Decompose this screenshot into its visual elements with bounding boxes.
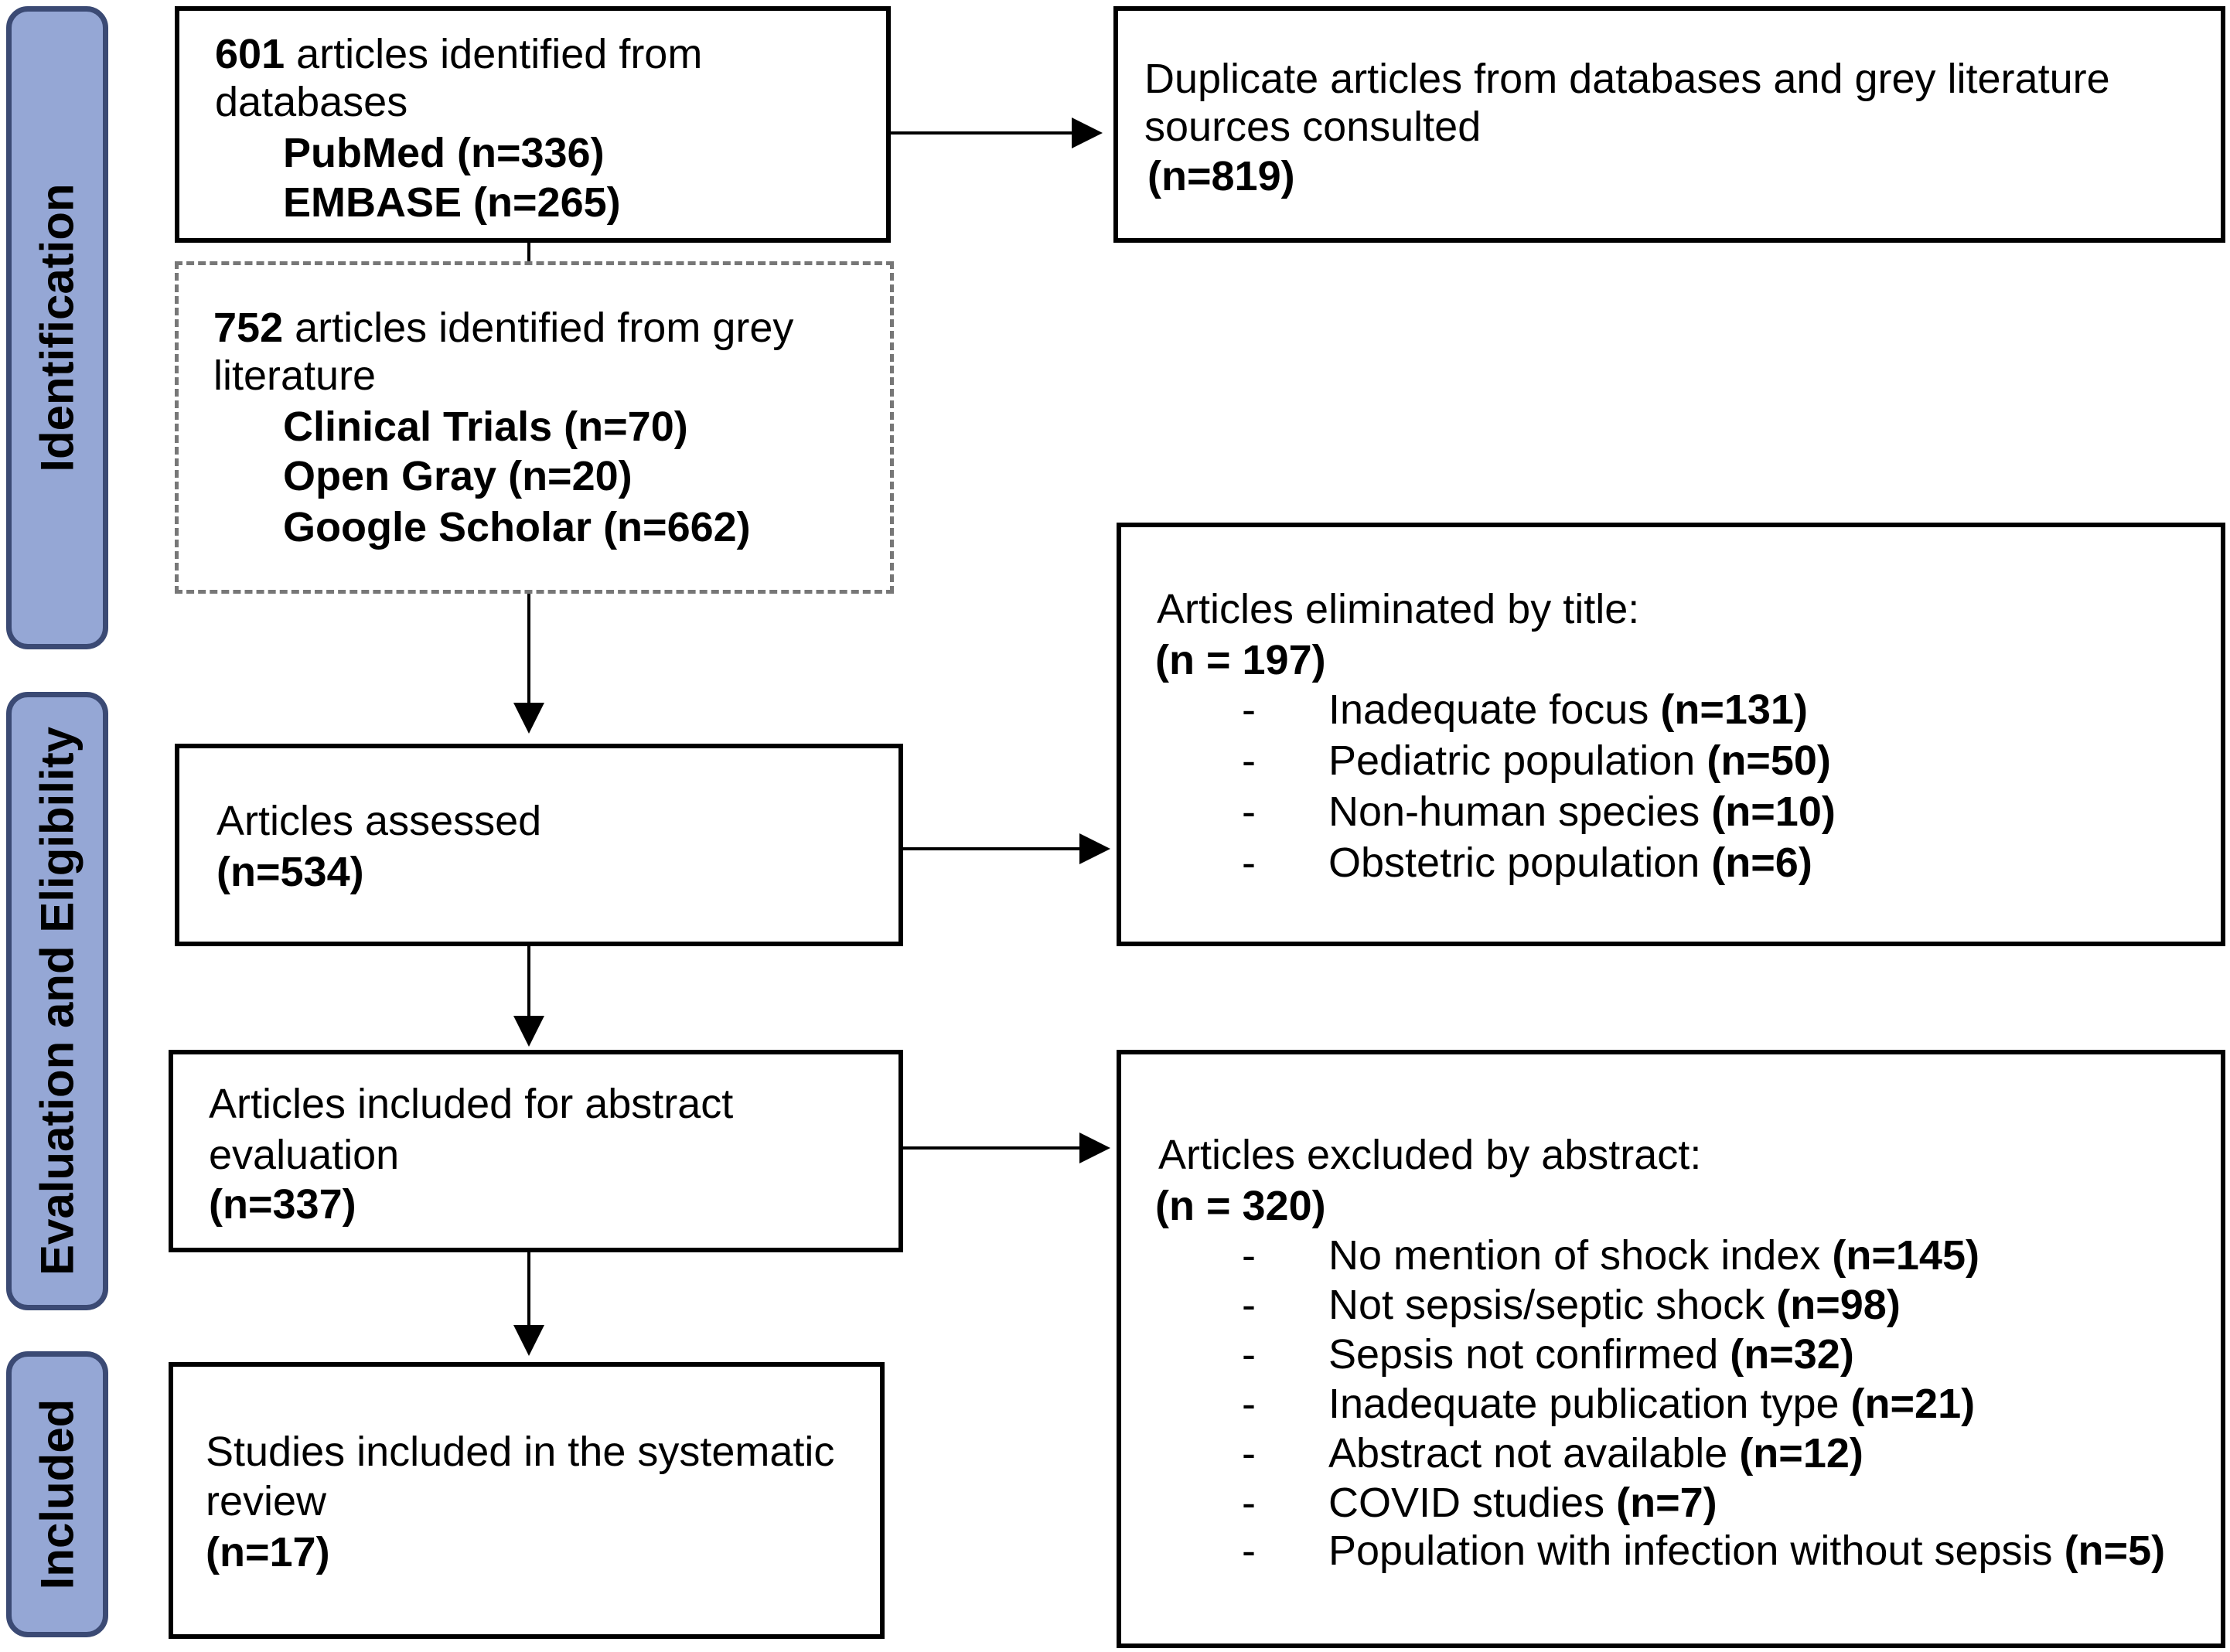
item-label: Abstract not available: [1328, 1430, 1728, 1477]
item-n: (n=5): [2064, 1528, 2166, 1574]
item-label: Non-human species: [1328, 789, 1700, 835]
abstract-eval-box: [169, 1050, 903, 1252]
list-item-text: Not sepsis/septic shock (n=98): [1328, 1280, 1901, 1330]
databases-box: [175, 6, 891, 243]
databases-text-line2: databases: [215, 79, 408, 125]
grey-literature-box: [175, 261, 894, 594]
abstract-excluded-box: [1117, 1050, 2225, 1648]
phase-identification-label: Identification: [31, 183, 84, 472]
item-label: Pediatric population: [1328, 737, 1696, 784]
source-google-scholar: Google Scholar (n=662): [283, 504, 751, 550]
title-excluded-box: [1117, 523, 2225, 946]
abstract-excluded-n: (n = 320): [1155, 1183, 1326, 1229]
included-n: (n=17): [206, 1529, 330, 1575]
item-n: (n=50): [1707, 737, 1831, 784]
item-n: (n=32): [1730, 1331, 1854, 1378]
duplicates-line1: Duplicate articles from databases and gr…: [1144, 56, 2110, 102]
abstract-eval-line1: Articles included for abstract: [209, 1081, 734, 1127]
phase-evaluation-eligibility: Evaluation and Eligibility: [6, 692, 108, 1310]
source-embase: EMBASE (n=265): [283, 179, 621, 226]
item-label: Inadequate publication type: [1328, 1381, 1840, 1427]
source-clinical-trials: Clinical Trials (n=70): [283, 404, 688, 450]
list-dash: -: [1242, 686, 1256, 733]
source-pubmed: PubMed (n=336): [283, 130, 605, 176]
list-item-text: Inadequate focus (n=131): [1328, 685, 1808, 734]
list-item-text: Population with infection without sepsis…: [1328, 1526, 2165, 1575]
assessed-box: [175, 744, 903, 946]
item-n: (n=21): [1850, 1381, 1976, 1427]
item-n: (n=12): [1739, 1430, 1863, 1477]
list-dash: -: [1242, 1480, 1256, 1526]
item-label: Obstetric population: [1328, 840, 1700, 886]
item-label: No mention of shock index: [1328, 1232, 1821, 1279]
grey-text-line2: literature: [213, 353, 377, 399]
abstract-excluded-label: Articles excluded by abstract:: [1158, 1132, 1702, 1178]
abstract-eval-line2: evaluation: [209, 1132, 400, 1178]
phase-included-label: Included: [31, 1398, 84, 1590]
list-dash: -: [1242, 1232, 1256, 1279]
item-label: COVID studies: [1328, 1480, 1605, 1526]
phase-identification: Identification: [6, 6, 108, 649]
list-dash: -: [1242, 840, 1256, 886]
list-item-text: Abstract not available (n=12): [1328, 1429, 1863, 1478]
list-item-text: Obstetric population (n=6): [1328, 838, 1812, 887]
databases-title: 601 articles identified from: [215, 29, 702, 79]
grey-title: 752 articles identified from grey: [213, 303, 793, 353]
item-n: (n=131): [1660, 686, 1808, 733]
item-n: (n=7): [1616, 1480, 1717, 1526]
grey-count: 752: [213, 305, 284, 351]
item-label: Population with infection without sepsis: [1328, 1528, 2053, 1574]
duplicates-n: (n=819): [1147, 153, 1295, 199]
included-line1: Studies included in the systematic: [206, 1429, 835, 1475]
item-n: (n=98): [1776, 1282, 1901, 1328]
list-item-text: COVID studies (n=7): [1328, 1478, 1717, 1528]
list-dash: -: [1242, 789, 1256, 835]
item-label: Sepsis not confirmed: [1328, 1331, 1719, 1378]
list-dash: -: [1242, 1528, 1256, 1574]
assessed-label: Articles assessed: [217, 798, 542, 844]
item-n: (n=145): [1832, 1232, 1979, 1279]
list-item-text: Non-human species (n=10): [1328, 787, 1836, 836]
databases-text-line1: articles identified from: [285, 31, 703, 77]
list-dash: -: [1242, 1430, 1256, 1477]
duplicates-box: [1113, 6, 2225, 243]
title-excluded-label: Articles eliminated by title:: [1157, 586, 1640, 632]
list-dash: -: [1242, 737, 1256, 784]
databases-count: 601: [215, 31, 285, 77]
list-item-text: Sepsis not confirmed (n=32): [1328, 1330, 1854, 1379]
source-open-gray: Open Gray (n=20): [283, 453, 633, 499]
grey-text-line1: articles identified from grey: [283, 305, 794, 351]
list-item-text: Inadequate publication type (n=21): [1328, 1379, 1975, 1429]
list-item-text: No mention of shock index (n=145): [1328, 1231, 1979, 1280]
phase-evaluation-label: Evaluation and Eligibility: [31, 726, 84, 1276]
list-item-text: Pediatric population (n=50): [1328, 736, 1831, 785]
item-n: (n=10): [1711, 789, 1836, 835]
abstract-eval-n: (n=337): [209, 1181, 356, 1228]
duplicates-line2: sources consulted: [1144, 104, 1482, 150]
list-dash: -: [1242, 1381, 1256, 1427]
item-label: Not sepsis/septic shock: [1328, 1282, 1765, 1328]
item-label: Inadequate focus: [1328, 686, 1649, 733]
included-studies-box: [169, 1362, 885, 1639]
title-excluded-n: (n = 197): [1155, 637, 1326, 683]
list-dash: -: [1242, 1282, 1256, 1328]
phase-included: Included: [6, 1351, 108, 1637]
item-n: (n=6): [1711, 840, 1812, 886]
included-line2: review: [206, 1478, 327, 1524]
assessed-n: (n=534): [217, 849, 364, 895]
list-dash: -: [1242, 1331, 1256, 1378]
